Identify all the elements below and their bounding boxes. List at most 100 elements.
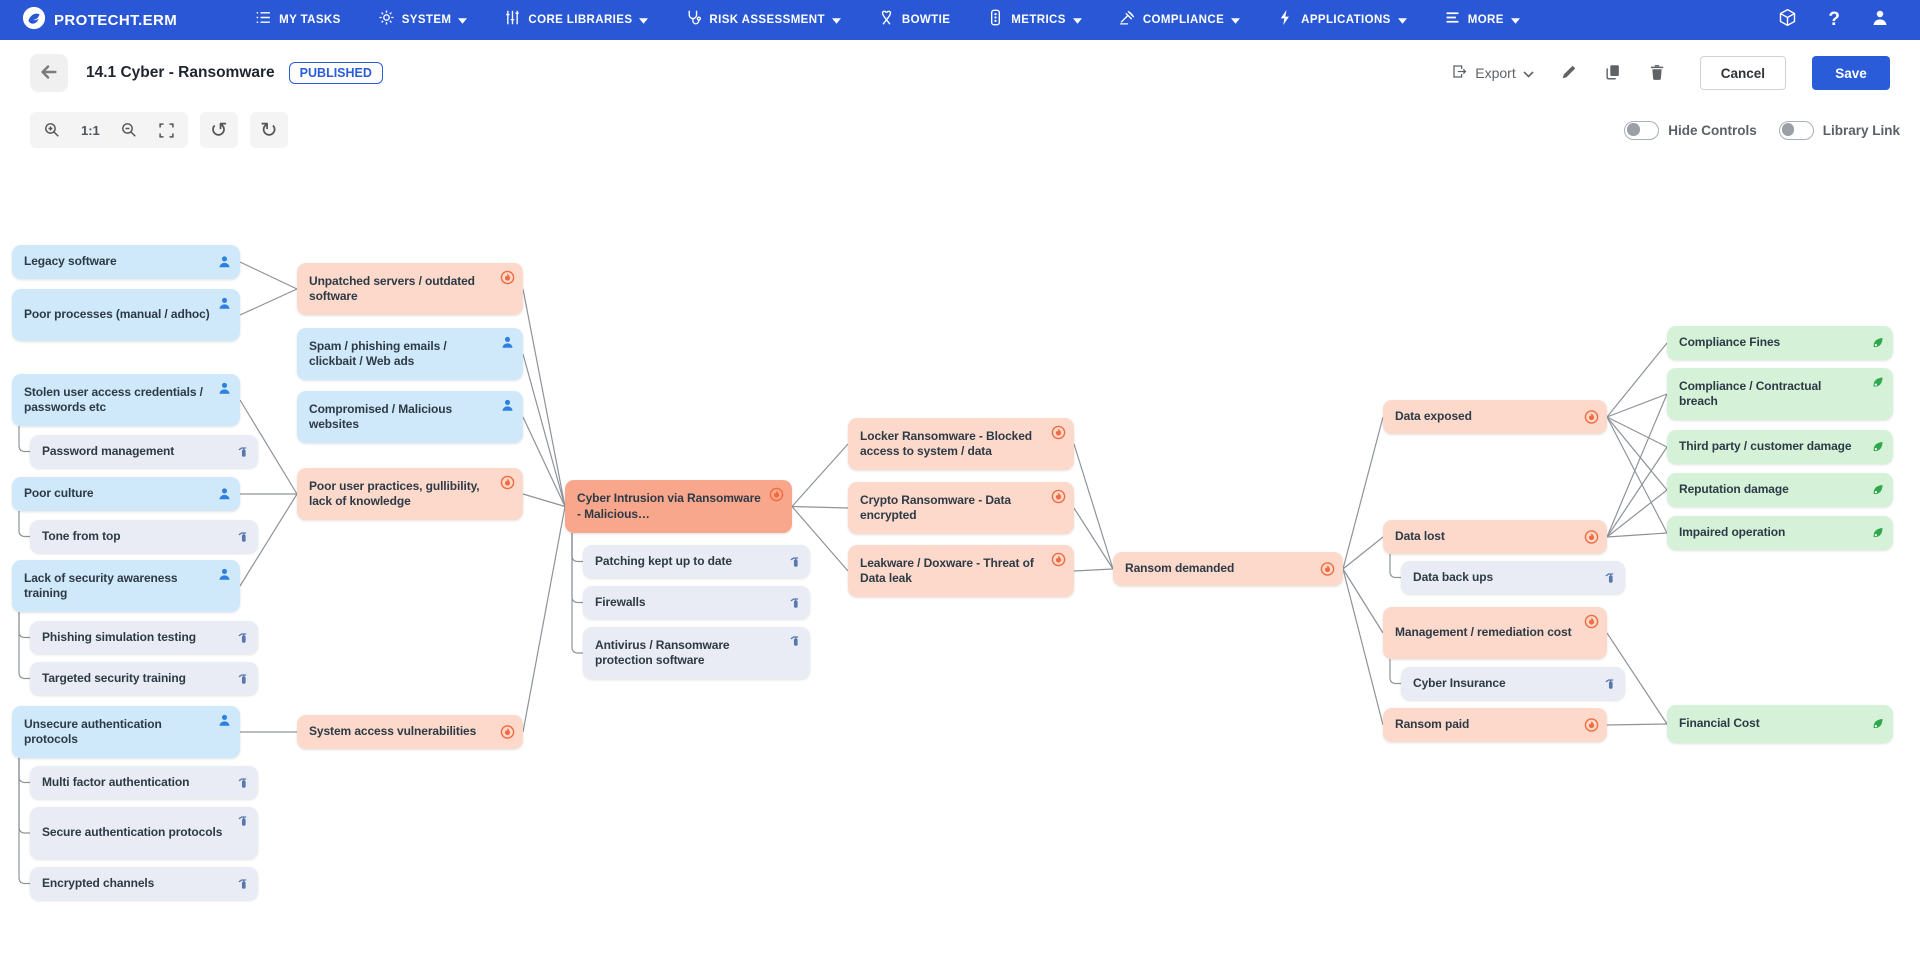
flame-icon [1584,614,1599,629]
fit-screen-button[interactable] [158,122,175,139]
flame-icon [500,475,515,490]
spam-phishing[interactable]: Spam / phishing emails / clickbait / Web… [297,328,523,380]
ransom-paid[interactable]: Ransom paid [1383,708,1607,742]
extinguisher-icon [236,445,250,459]
node-label: Patching kept up to date [595,553,732,568]
flame-icon [500,270,515,285]
cancel-button[interactable]: Cancel [1699,56,1786,90]
data-lost[interactable]: Data lost [1383,520,1607,554]
antivirus[interactable]: Antivirus / Ransomware protection softwa… [583,627,810,679]
stolen-credentials[interactable]: Stolen user access credentials / passwor… [12,374,240,426]
node-label: Ransom paid [1395,717,1470,732]
legacy-software[interactable]: Legacy software [12,245,240,279]
cyber-intrusion[interactable]: Cyber Intrusion via Ransomware - Malicio… [565,480,792,533]
nav-item-metrics[interactable]: METRICS [987,9,1082,31]
impaired-operation[interactable]: Impaired operation [1667,516,1893,550]
unpatched-servers[interactable]: Unpatched servers / outdated software [297,263,523,315]
nav-item-compliance[interactable]: COMPLIANCE [1119,9,1241,31]
nav-item-more[interactable]: MORE [1444,9,1520,31]
locker-ransomware[interactable]: Locker Ransomware - Blocked access to sy… [848,418,1074,470]
nav-item-core-libraries[interactable]: CORE LIBRARIES [504,9,649,31]
control-connector [1389,554,1401,579]
save-button[interactable]: Save [1812,56,1890,90]
nav-item-my-tasks[interactable]: MY TASKS [255,9,341,31]
poor-culture[interactable]: Poor culture [12,477,240,511]
secure-auth-protocols[interactable]: Secure authentication protocols [30,807,258,859]
cyber-insurance[interactable]: Cyber Insurance [1401,667,1625,700]
reputation-damage[interactable]: Reputation damage [1667,473,1893,507]
extinguisher-icon [236,814,250,828]
ransom-demanded[interactable]: Ransom demanded [1113,552,1343,586]
user-profile-icon[interactable] [1870,8,1890,33]
firewalls[interactable]: Firewalls [583,586,810,619]
person-icon [217,296,232,311]
node-label: Compliance / Contractual breach [1679,378,1822,409]
third-party-damage[interactable]: Third party / customer damage [1667,430,1893,464]
compromised-websites[interactable]: Compromised / Malicious websites [297,391,523,443]
export-button[interactable]: Export [1451,63,1534,83]
control-connector [18,426,30,453]
password-management[interactable]: Password management [30,435,258,468]
help-icon[interactable]: ? [1828,9,1840,30]
edit-button[interactable] [1560,63,1578,84]
contractual-breach[interactable]: Compliance / Contractual breach [1667,368,1893,420]
control-connector [18,612,30,680]
edge-line [1606,416,1668,448]
copy-icon [1604,63,1622,84]
zoom-reset-button[interactable]: 1:1 [81,122,100,138]
phishing-simulation[interactable]: Phishing simulation testing [30,621,258,654]
chevron-down-icon [458,11,468,29]
traffic-light-icon [987,9,1004,31]
undo-button[interactable]: ↺ [199,112,238,148]
nav-item-system[interactable]: SYSTEM [378,9,468,31]
compliance-fines[interactable]: Compliance Fines [1667,326,1893,360]
status-badge: PUBLISHED [288,62,383,84]
edge-line [791,443,849,507]
patching[interactable]: Patching kept up to date [583,545,810,578]
nav-item-bowtie[interactable]: BOWTIE [878,9,950,31]
flame-icon [1584,718,1599,733]
node-label: Data exposed [1395,409,1472,424]
poor-processes[interactable]: Poor processes (manual / adhoc) [12,289,240,341]
extinguisher-icon [1603,677,1617,691]
duplicate-button[interactable] [1604,63,1622,84]
management-cost[interactable]: Management / remediation cost [1383,607,1607,659]
edge-line [239,261,298,290]
library-link-toggle[interactable]: Library Link [1778,120,1900,140]
multi-factor-auth[interactable]: Multi factor authentication [30,766,258,799]
data-backups[interactable]: Data back ups [1401,561,1625,594]
node-label: Antivirus / Ransomware protection softwa… [595,637,730,668]
unsecure-auth[interactable]: Unsecure authentication protocols [12,706,240,758]
poor-user-practices[interactable]: Poor user practices, gullibility, lack o… [297,468,523,520]
data-exposed[interactable]: Data exposed [1383,400,1607,434]
encrypted-channels[interactable]: Encrypted channels [30,867,258,900]
financial-cost[interactable]: Financial Cost [1667,705,1893,743]
person-icon [217,381,232,396]
redo-button[interactable]: ↻ [249,112,288,148]
nav-item-applications[interactable]: APPLICATIONS [1277,9,1407,31]
targeted-training[interactable]: Targeted security training [30,662,258,695]
leaf-icon [1870,375,1885,390]
zoom-in-button[interactable] [43,121,61,139]
leakware-doxware[interactable]: Leakware / Doxware - Threat of Data leak [848,545,1074,597]
brand-logo[interactable]: PROTECHT.ERM [22,6,177,35]
nav-item-risk-assessment[interactable]: RISK ASSESSMENT [685,9,841,31]
flame-icon [500,725,515,740]
delete-button[interactable] [1648,63,1666,84]
node-label: Third party / customer damage [1679,439,1852,454]
zoom-out-button[interactable] [120,121,138,139]
hide-controls-toggle[interactable]: Hide Controls [1624,120,1757,140]
page-title: 14.1 Cyber - Ransomware [86,64,275,81]
extinguisher-icon [236,631,250,645]
back-button[interactable] [30,54,68,92]
tone-from-top[interactable]: Tone from top [30,520,258,553]
product-cube-icon[interactable] [1777,7,1798,33]
system-access-vulnerabilities[interactable]: System access vulnerabilities [297,715,523,749]
person-icon [500,335,515,350]
crypto-ransomware[interactable]: Crypto Ransomware - Data encrypted [848,482,1074,534]
lack-awareness[interactable]: Lack of security awareness training [12,560,240,612]
control-connector [1389,659,1401,685]
chevron-down-icon [831,11,841,29]
